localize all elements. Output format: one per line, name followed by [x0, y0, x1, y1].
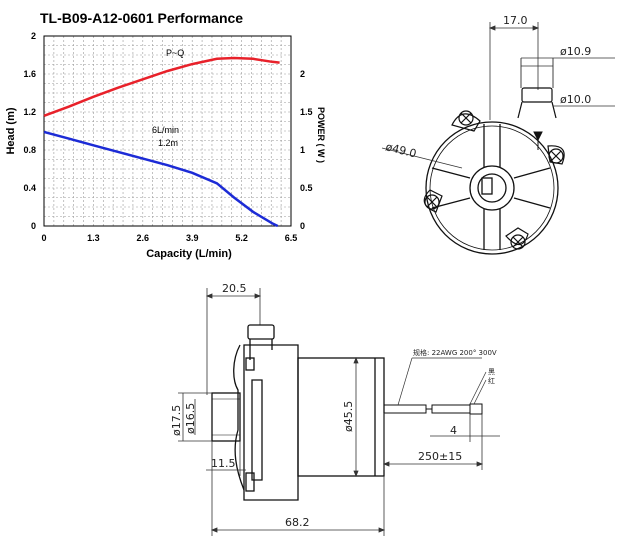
chart-title: TL-B09-A12-0601 Performance — [40, 10, 243, 26]
x-tick-label: 3.9 — [186, 233, 199, 243]
power-curve — [43, 56, 280, 117]
y2-tick-label: 1.5 — [300, 107, 313, 117]
mounting-lug-left — [423, 189, 443, 213]
head-curve — [43, 130, 279, 228]
x-tick-label: 5.2 — [235, 233, 248, 243]
label-motor: ø45.5 — [342, 401, 355, 432]
dim-total-length — [210, 476, 386, 536]
y2-tick-label: 2 — [300, 69, 305, 79]
mounting-lug-top-left — [451, 110, 481, 132]
label-body-diameter: ø49.0 — [384, 140, 417, 160]
x-tick-label: 0 — [41, 233, 46, 243]
label-inlet-inner: ø16.5 — [184, 403, 197, 434]
label-inlet-outer: ø17.5 — [170, 405, 183, 436]
y-axis-label: Head (m) — [5, 107, 17, 154]
dim-cable-length — [382, 413, 484, 470]
mounting-lug-right — [547, 145, 565, 165]
dim-body-diameter — [381, 147, 463, 169]
x-axis-label: Capacity (L/min) — [146, 248, 232, 260]
y-tick-labels: 0 0.4 0.8 1.2 1.6 2 — [23, 31, 36, 231]
dim-inlet — [178, 392, 212, 442]
plot-frame — [43, 35, 292, 227]
pump-body-side — [211, 324, 385, 501]
flow-arrow-icon — [533, 131, 543, 150]
y-tick-label: 0 — [31, 221, 36, 231]
y2-tick-label: 0.5 — [300, 183, 313, 193]
label-cable-length: 250±15 — [418, 450, 462, 463]
y-tick-label: 2 — [31, 31, 36, 41]
chart-grid — [44, 36, 291, 226]
outlet-pipe — [517, 58, 557, 119]
label-outlet-outer: ø10.9 — [560, 45, 591, 58]
x-tick-labels: 0 1.3 2.6 3.9 5.2 6.5 — [41, 233, 297, 243]
label-wire-black: 黑 — [488, 368, 495, 376]
y2-tick-label: 0 — [300, 221, 305, 231]
annotation-head: 1.2m — [158, 138, 178, 148]
power-cable — [383, 403, 483, 415]
label-strip: 4 — [450, 424, 457, 437]
front-view-drawing: 17.0 ø10.9 ø10.0 — [381, 14, 615, 255]
label-cable-spec: 规格: 22AWG 200° 300V — [413, 348, 497, 357]
label-wire-red: 红 — [488, 376, 495, 385]
x-tick-label: 6.5 — [285, 233, 298, 243]
dim-outlet-outer — [521, 57, 615, 67]
y-tick-label: 1.2 — [23, 107, 36, 117]
label-inlet-length: 11.5 — [211, 457, 236, 470]
dim-strip — [430, 414, 500, 442]
mounting-lug-bottom — [505, 227, 529, 250]
y-tick-label: 0.8 — [23, 145, 36, 155]
x-tick-label: 1.3 — [87, 233, 100, 243]
dim-inlet-length — [206, 441, 246, 476]
label-total-length: 68.2 — [285, 516, 310, 529]
annotation-flow: 6L/min — [152, 125, 179, 135]
y-tick-label: 0.4 — [23, 183, 36, 193]
label-width-17: 17.0 — [503, 14, 528, 27]
label-outlet-inner: ø10.0 — [560, 93, 591, 106]
side-view-drawing: 20.5 ø17.5 ø16.5 11.5 — [170, 282, 500, 536]
y2-tick-label: 1 — [300, 145, 305, 155]
label-offset-20: 20.5 — [222, 282, 247, 295]
performance-chart: TL-B09-A12-0601 Performance 0 1.3 2.6 3.… — [5, 10, 326, 260]
dim-width-17 — [488, 22, 540, 120]
y2-tick-labels: 0 0.5 1 1.5 2 — [300, 69, 313, 231]
annotation-pq: P~Q — [166, 48, 184, 58]
x-tick-label: 2.6 — [137, 233, 150, 243]
y-tick-label: 1.6 — [23, 69, 36, 79]
cable-spec-leader — [397, 357, 487, 406]
dim-offset-20 — [205, 288, 262, 395]
y2-axis-label: POWER ( W ) — [316, 107, 326, 163]
dim-motor — [353, 356, 359, 478]
